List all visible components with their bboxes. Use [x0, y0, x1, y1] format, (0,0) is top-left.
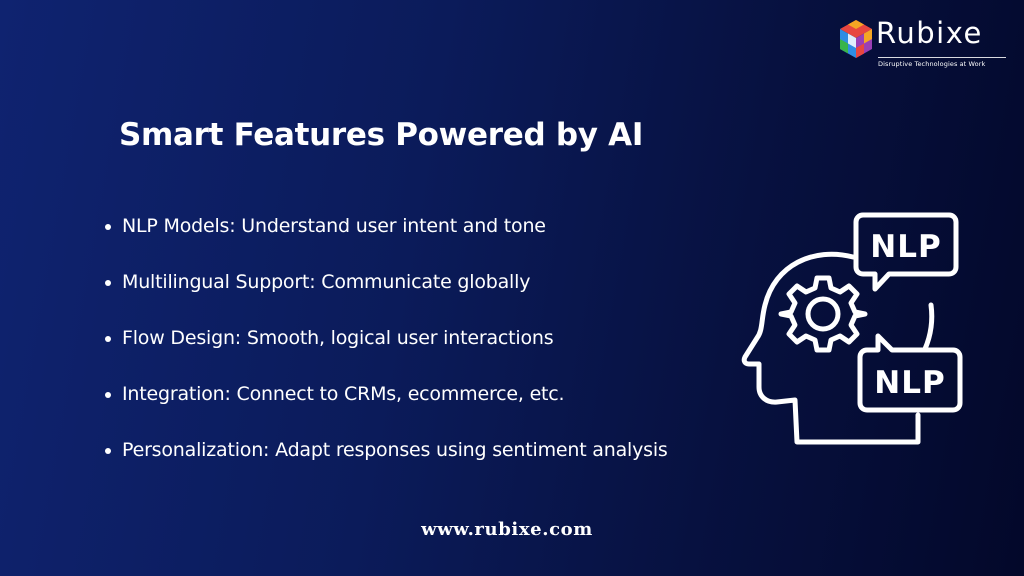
cube-logo-icon: [840, 20, 872, 58]
feature-item-nlp-models: NLP Models: Understand user intent and t…: [104, 210, 668, 266]
brand-name: Rubixe: [876, 16, 983, 50]
feature-item-personalization: Personalization: Adapt responses using s…: [104, 434, 668, 490]
head-outline: [741, 251, 921, 445]
gear-icon: [778, 275, 868, 353]
feature-item-multilingual: Multilingual Support: Communicate global…: [104, 266, 668, 322]
slide-title: Smart Features Powered by AI: [119, 117, 644, 153]
feature-item-flow-design: Flow Design: Smooth, logical user intera…: [104, 322, 668, 378]
head-gear-speech-bubbles-icon: NLP NLP: [741, 212, 963, 445]
feature-list: NLP Models: Understand user intent and t…: [104, 210, 668, 490]
brand-tagline: Disruptive Technologies at Work: [878, 57, 1006, 68]
speech-bubble-bottom: [857, 333, 963, 413]
head-back: [922, 302, 935, 352]
feature-item-integration: Integration: Connect to CRMs, ecommerce,…: [104, 378, 668, 434]
bubble-top-label: NLP: [870, 229, 941, 265]
bubble-bottom-label: NLP: [874, 365, 945, 401]
brand-logo: Rubixe Disruptive Technologies at Work: [836, 16, 1008, 74]
website-url-text: www.rubixe.com: [421, 519, 593, 540]
speech-bubble-top: [853, 212, 959, 292]
website-url: www.rubixe.com: [0, 519, 1024, 540]
